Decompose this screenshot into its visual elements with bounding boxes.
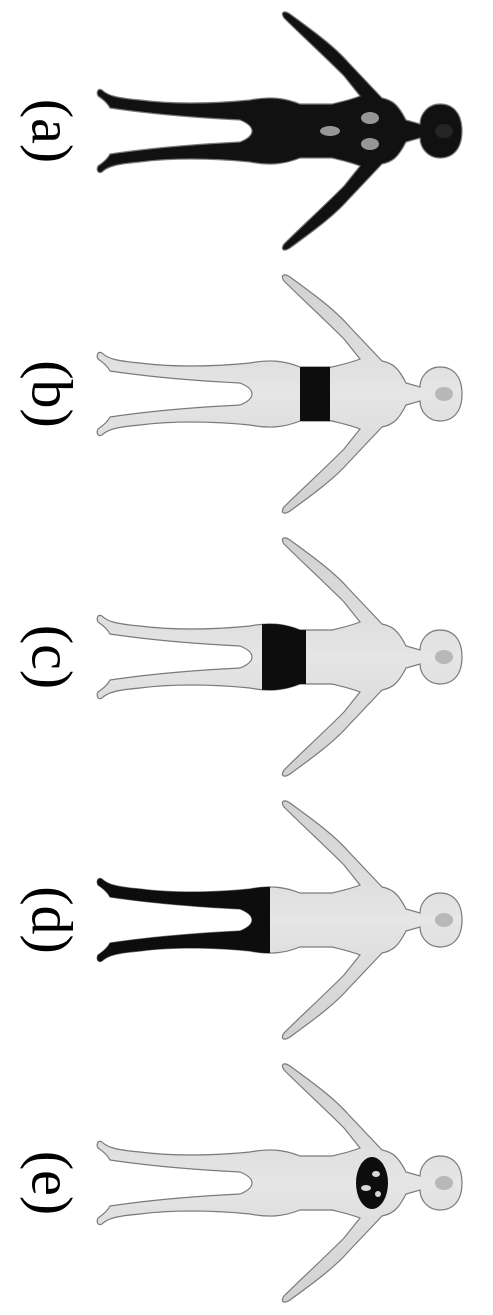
panel-label-d-text: (d) — [20, 886, 85, 954]
panel-label-e: (e) — [0, 1052, 493, 1315]
panel-b: (b) — [0, 263, 493, 526]
panel-c: (c) — [0, 526, 493, 789]
panel-label-a: (a) — [0, 0, 493, 263]
panel-label-c: (c) — [0, 526, 493, 789]
panel-e: (e) — [0, 1052, 493, 1315]
panel-label-a-text: (a) — [20, 99, 85, 163]
panel-d: (d) — [0, 789, 493, 1052]
panel-label-e-text: (e) — [20, 1151, 85, 1215]
panel-label-b: (b) — [0, 263, 493, 526]
panel-a: (a) — [0, 0, 493, 263]
panel-label-c-text: (c) — [20, 625, 85, 689]
panel-label-b-text: (b) — [20, 360, 85, 428]
panel-label-d: (d) — [0, 789, 493, 1052]
